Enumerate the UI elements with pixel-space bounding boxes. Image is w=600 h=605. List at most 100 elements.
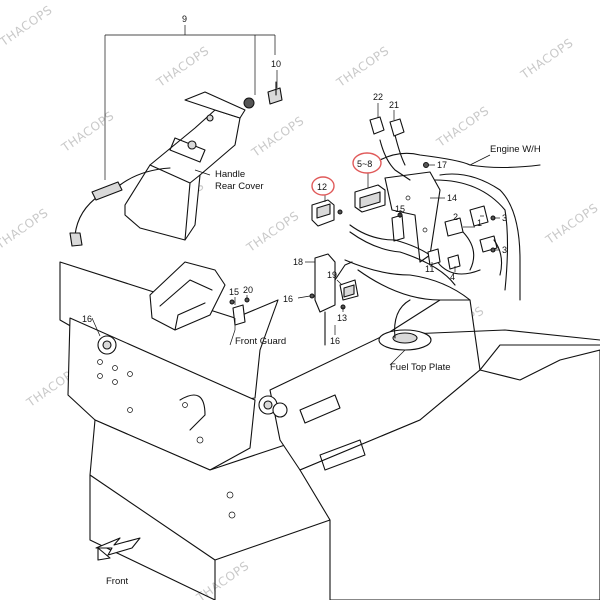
harness-wire xyxy=(394,134,406,166)
leader-front-guard xyxy=(229,318,236,346)
grommet xyxy=(243,97,255,109)
frame-hole xyxy=(112,379,118,385)
callout-1[interactable]: 1 xyxy=(477,218,482,228)
connector-22 xyxy=(369,116,385,135)
callout-2[interactable]: 2 xyxy=(453,212,458,222)
frame-hole xyxy=(127,371,133,377)
harness-wire xyxy=(462,231,475,271)
callout-20[interactable]: 20 xyxy=(243,285,253,295)
label-front: Front xyxy=(106,576,129,587)
callout-5-8[interactable]: 5~8 xyxy=(357,159,372,169)
body-side-panel xyxy=(299,349,600,601)
front-direction-indicator: Front xyxy=(95,537,141,587)
callout-12[interactable]: 12 xyxy=(317,182,327,192)
callout-4[interactable]: 4 xyxy=(450,272,455,282)
label-handle: Handle xyxy=(215,169,245,180)
callout-16[interactable]: 16 xyxy=(330,336,340,346)
callout-10[interactable]: 10 xyxy=(271,59,281,69)
bolt-16-lower xyxy=(229,299,235,305)
harness-wire xyxy=(349,224,481,275)
watermark: THACOPS xyxy=(153,43,211,90)
bolt-20 xyxy=(244,297,250,303)
harness-wire xyxy=(379,139,411,181)
body-edge xyxy=(479,344,600,371)
callout-17[interactable]: 17 xyxy=(437,160,447,170)
frame-hole xyxy=(97,373,103,379)
harness-wire xyxy=(434,179,509,291)
relay-harness xyxy=(311,116,541,351)
callout-16[interactable]: 16 xyxy=(82,314,92,324)
fuel-hose xyxy=(394,299,411,339)
callout-22[interactable]: 22 xyxy=(373,92,383,102)
watermark: THACOPS xyxy=(0,3,55,50)
watermark: THACOPS xyxy=(542,201,600,248)
bracket-14 xyxy=(384,171,441,263)
front-guard-body xyxy=(149,261,226,331)
frame-hole xyxy=(182,402,188,408)
callout-15[interactable]: 15 xyxy=(229,287,239,297)
callout-18[interactable]: 18 xyxy=(293,257,303,267)
callout-15[interactable]: 15 xyxy=(395,204,405,214)
frame-bracket xyxy=(179,394,206,431)
bracket-hole xyxy=(405,195,411,201)
highlight-circle xyxy=(352,152,382,174)
cable-connector xyxy=(91,181,123,201)
watermark: THACOPS xyxy=(243,208,301,255)
bracket-arm xyxy=(334,261,353,281)
bracket-hole xyxy=(422,227,428,233)
label-engine-wh: Engine W/H xyxy=(490,144,541,155)
harness-wire xyxy=(493,239,503,276)
bolt xyxy=(337,209,343,215)
callout-14[interactable]: 14 xyxy=(447,193,457,203)
watermark: THACOPS xyxy=(433,103,491,150)
relay-12-face xyxy=(316,203,331,219)
relay-19-face xyxy=(343,284,355,298)
rear-cover-knob xyxy=(206,114,214,122)
callout-19[interactable]: 19 xyxy=(327,270,337,280)
front-guard-edge xyxy=(159,279,213,307)
relay-15 xyxy=(391,214,405,242)
pivot-boss-core xyxy=(102,340,112,350)
front-guard xyxy=(149,261,226,331)
harness-wire xyxy=(357,269,441,301)
part-labels: Handle Rear Cover Engine W/H Front Guard… xyxy=(215,144,541,373)
harness-wire xyxy=(439,173,521,301)
leader-9 xyxy=(104,25,276,180)
rear-cover-slot xyxy=(169,137,206,163)
callout-13[interactable]: 13 xyxy=(337,313,347,323)
callout-11[interactable]: 11 xyxy=(425,264,434,274)
chassis-frame xyxy=(59,261,600,601)
rear-cover-body xyxy=(124,109,241,241)
frame-hole xyxy=(226,491,234,499)
callout-3[interactable]: 3 xyxy=(502,213,507,223)
leader-engine-wh xyxy=(469,154,491,166)
callout-16[interactable]: 16 xyxy=(283,294,293,304)
relay-block-face xyxy=(359,191,381,209)
floor-slot xyxy=(319,439,366,471)
relay-15-lower xyxy=(232,304,246,326)
callout-3[interactable]: 3 xyxy=(502,245,507,255)
connector-11 xyxy=(427,248,441,266)
leader-16c xyxy=(91,317,101,337)
callouts: 9 10 22 21 17 5~8 12 14 15 1 2 3 3 11 4 … xyxy=(82,14,507,346)
watermark: THACOPS xyxy=(248,113,306,160)
bolt-16 xyxy=(309,293,315,299)
connector-4 xyxy=(447,254,461,270)
callout-9[interactable]: 9 xyxy=(182,14,187,24)
front-guard-edge xyxy=(174,302,206,331)
handle-rear-cover xyxy=(69,81,283,247)
harness-wire xyxy=(344,259,471,301)
callout-21[interactable]: 21 xyxy=(389,100,399,110)
rear-cover-knob xyxy=(187,140,197,150)
frame-hole xyxy=(112,365,118,371)
front-arrow-head xyxy=(97,547,111,561)
lower-relay-bracket xyxy=(229,253,359,346)
frame-hole xyxy=(127,407,133,413)
leader-19 xyxy=(336,279,343,286)
cable-plug xyxy=(69,232,83,247)
watermark: THACOPS xyxy=(0,206,51,253)
bolt-17 xyxy=(423,162,429,168)
connector-2 xyxy=(469,205,489,227)
frame-hole xyxy=(97,359,103,365)
